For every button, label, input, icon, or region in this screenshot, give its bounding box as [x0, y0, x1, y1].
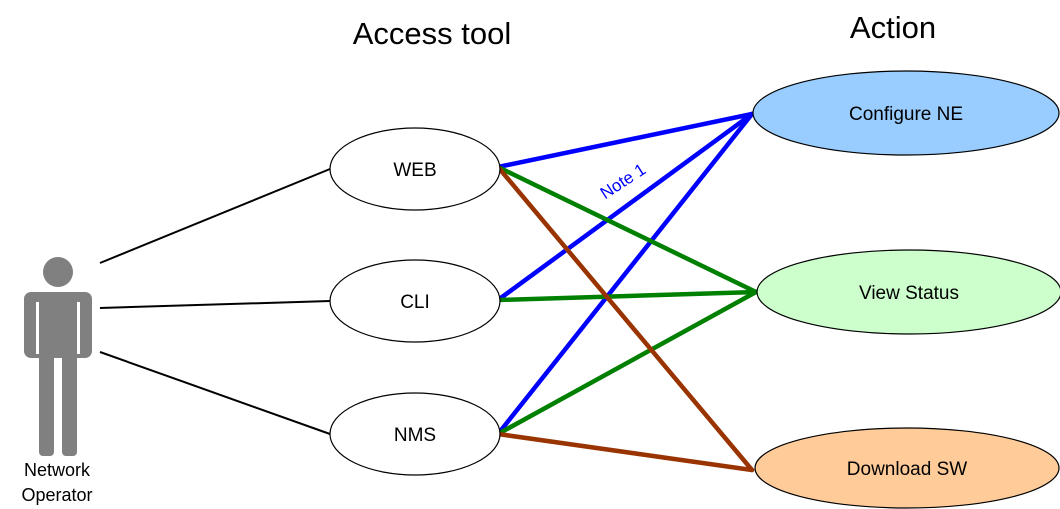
actor-label-line2: Operator — [21, 485, 92, 505]
action-view-status[interactable]: View Status — [756, 249, 1060, 335]
action-heading: Action — [850, 10, 936, 45]
actor-label-line1: Network — [24, 460, 91, 480]
access-tool-heading: Access tool — [353, 16, 512, 51]
connection-nms-download — [495, 431, 755, 473]
action-configure-ne[interactable]: Configure NE — [752, 70, 1060, 156]
access-tool-cli[interactable]: CLI — [329, 259, 501, 343]
connection-cli-configure — [495, 111, 755, 303]
download-sw-ellipse[interactable] — [754, 427, 1060, 509]
nms-label: NMS — [394, 425, 436, 446]
connection-cli-view — [495, 289, 759, 303]
connection-web-download — [495, 164, 755, 473]
configure-ne-ellipse[interactable] — [752, 70, 1060, 156]
access-tool-nms[interactable]: NMS — [329, 392, 501, 476]
web-label: WEB — [393, 160, 436, 181]
cli-ellipse[interactable] — [329, 259, 501, 343]
connection-nms-configure — [495, 111, 755, 437]
operator-links — [99, 168, 331, 435]
view-status-label: View Status — [859, 283, 959, 304]
download-sw-label: Download SW — [847, 459, 967, 480]
connection-nms-view — [495, 289, 759, 437]
cli-label: CLI — [400, 292, 430, 313]
operator-link-cli — [99, 300, 331, 309]
connection-web-configure — [495, 111, 755, 170]
nms-ellipse[interactable] — [329, 392, 501, 476]
view-status-ellipse[interactable] — [756, 249, 1060, 335]
configure-ne-label: Configure NE — [849, 104, 963, 125]
operator-link-nms — [99, 351, 331, 435]
connection-web-view — [495, 164, 759, 295]
operator-link-web — [99, 168, 331, 264]
action-download-sw[interactable]: Download SW — [754, 427, 1060, 509]
person-icon — [24, 257, 92, 456]
connection-lines — [495, 111, 759, 473]
access-tool-web[interactable]: WEB — [329, 127, 501, 211]
web-ellipse[interactable] — [329, 127, 501, 211]
